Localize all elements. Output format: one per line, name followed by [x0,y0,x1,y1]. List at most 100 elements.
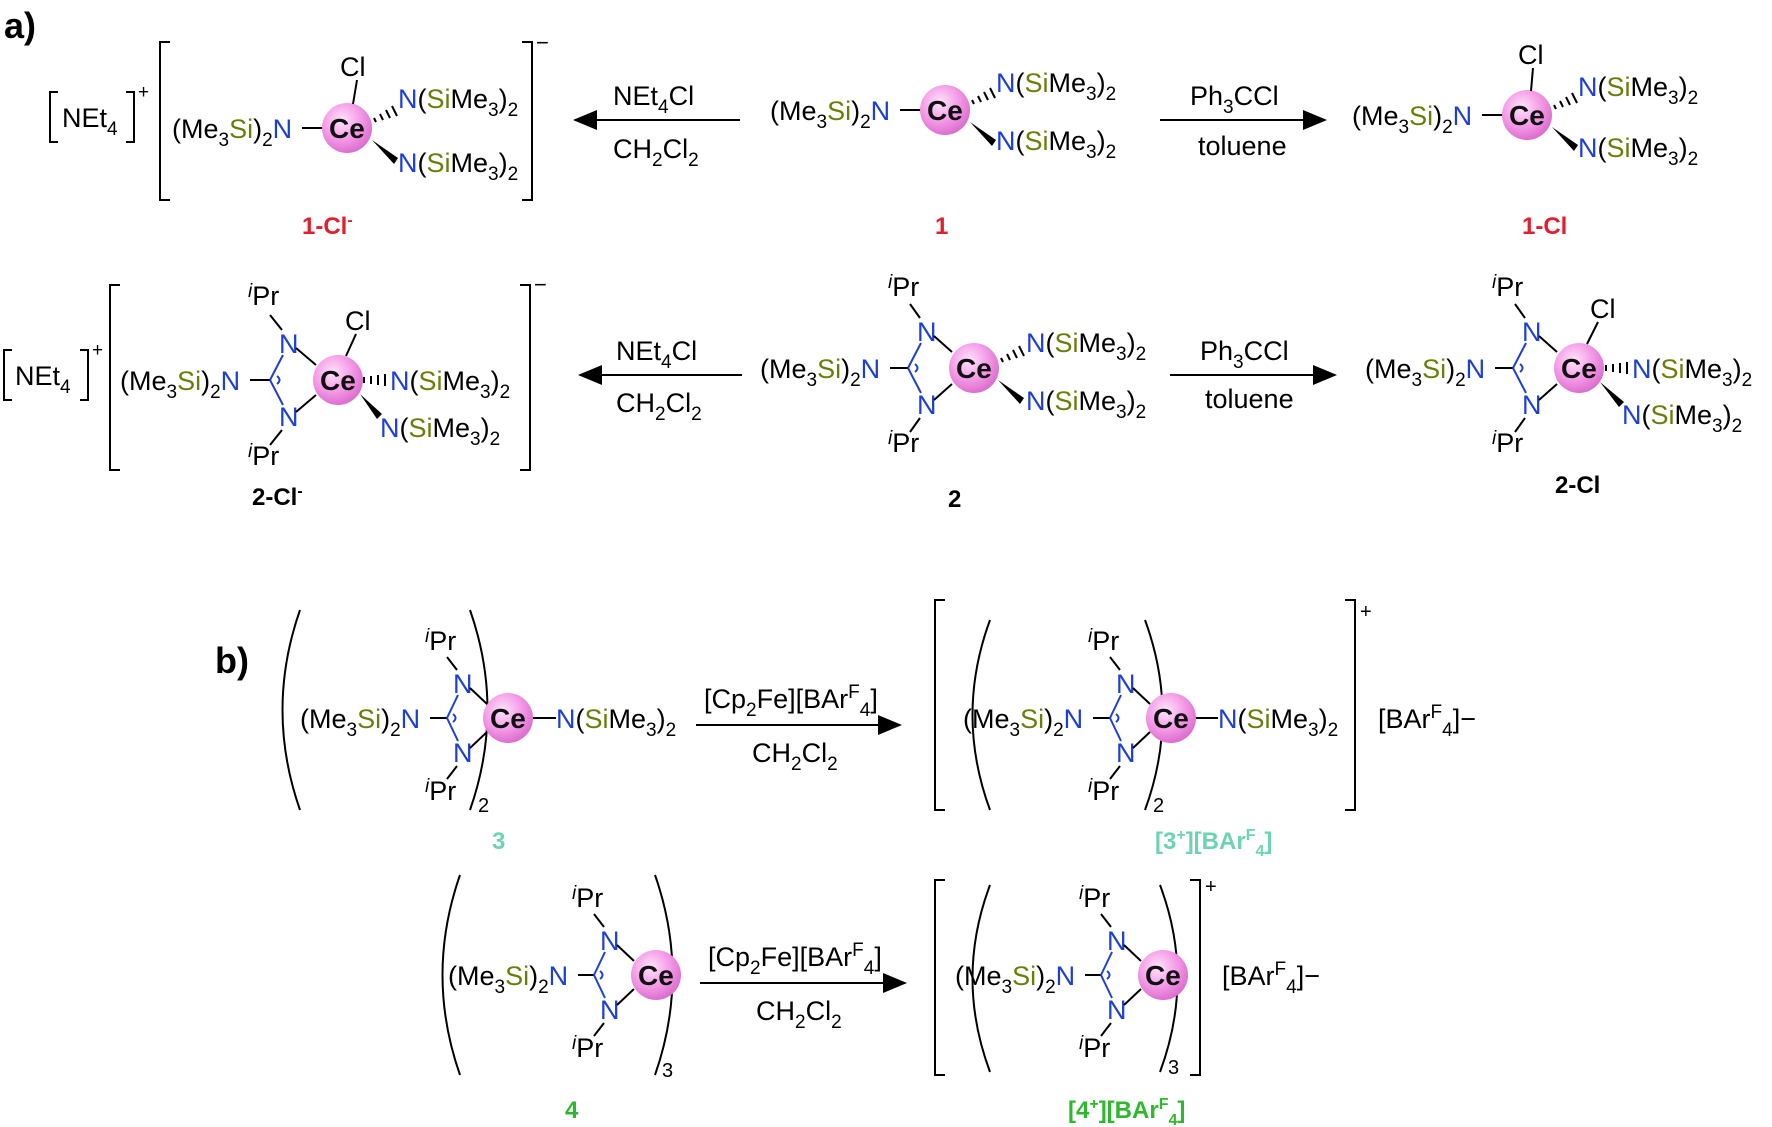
svg-text:N: N [1116,669,1136,699]
compound-3: 2 (Me3Si)2N N N iPr iPr Ce N(SiMe3)2 [281,609,676,817]
svg-text:Ce: Ce [1561,353,1597,384]
cerium-sphere [949,343,999,393]
cerium-sphere [313,355,363,405]
label-4: 4 [565,1097,579,1124]
compound-2: (Me3Si)2N N N iPr iPr Ce N(SiMe3)2 N(SiM… [760,272,1146,458]
reaction-arrow-row2-left: NEt4Cl CH2Cl2 [578,336,742,425]
svg-text:−: − [534,272,547,297]
svg-text:(Me3Si)2N: (Me3Si)2N [300,704,420,741]
compound-2-cl-anion: NEt4 + − (Me3Si)2N N N iPr iPr Ce Cl N(S… [3,272,547,471]
reaction-arrow-row1-right: Ph3CCl toluene [1160,81,1327,161]
svg-text:iPr: iPr [425,626,456,656]
svg-text:(Me3Si)2N: (Me3Si)2N [448,961,568,998]
compound-3-cation: + 2 (Me3Si)2N N N iPr iPr Ce N(SiMe3)2 [… [934,599,1476,817]
svg-text:iPr: iPr [1088,626,1119,656]
svg-text:2: 2 [478,795,489,817]
cerium-sphere [322,103,372,153]
compound-1-cl-anion: NEt4 + − (Me3Si)2N Ce Cl N(SiMe3)2 N(SiM… [49,30,549,201]
panel-a-tag: a) [4,5,36,46]
svg-text:N(SiMe3)2: N(SiMe3)2 [1622,400,1742,437]
label-1-cl-anion: 1-Cl- [302,212,353,240]
svg-text:CH2Cl2: CH2Cl2 [616,388,702,425]
svg-text:Ce: Ce [956,353,992,384]
reaction-arrow-row2-right: Ph3CCl toluene [1170,336,1337,414]
svg-text:N(SiMe3)2: N(SiMe3)2 [996,126,1116,163]
svg-text:Ce: Ce [329,113,365,144]
cerium-sphere [1138,950,1188,1000]
svg-text:iPr: iPr [248,281,279,311]
svg-text:(Me3Si)2N: (Me3Si)2N [963,704,1083,741]
compound-1-cl: (Me3Si)2N Ce Cl N(SiMe3)2 N(SiMe3)2 [1352,40,1698,170]
label-1: 1 [935,213,948,240]
svg-text:iPr: iPr [572,883,603,913]
svg-text:iPr: iPr [1079,1033,1110,1063]
reaction-arrow-b-row2: [Cp2Fe][BArF4] CH2Cl2 [700,940,907,1033]
svg-text:[BArF4]−: [BArF4]− [1222,959,1320,998]
cerium-sphere [483,693,533,743]
svg-text:−: − [536,30,549,55]
svg-text:N: N [1107,926,1127,956]
svg-text:N(SiMe3)2: N(SiMe3)2 [556,704,676,741]
svg-text:CH2Cl2: CH2Cl2 [613,134,699,171]
svg-text:iPr: iPr [1492,272,1523,302]
svg-text:N: N [279,329,299,359]
svg-text:(Me3Si)2N: (Me3Si)2N [1365,354,1485,391]
svg-text:NEt4Cl: NEt4Cl [616,336,697,373]
svg-text:iPr: iPr [1079,883,1110,913]
svg-text:N(SiMe3)2: N(SiMe3)2 [1218,704,1338,741]
svg-text:N(SiMe3)2: N(SiMe3)2 [1026,386,1146,423]
panel-b-tag: b) [215,640,249,681]
svg-text:[BArF4]−: [BArF4]− [1378,702,1476,741]
compound-4-cation: + 3 (Me3Si)2N N N iPr iPr Ce [BArF4]− [934,876,1320,1079]
svg-text:N(SiMe3)2: N(SiMe3)2 [1578,72,1698,109]
compound-2-cl: (Me3Si)2N N N iPr iPr Ce Cl N(SiMe3)2 N(… [1365,272,1752,458]
svg-text:Cl: Cl [345,306,371,336]
svg-text:iPr: iPr [425,776,456,806]
svg-text:(Me3Si)2N: (Me3Si)2N [770,96,890,133]
label-2-cl: 2-Cl [1555,472,1600,499]
label-3: 3 [492,828,505,855]
label-1-cl: 1-Cl [1522,213,1567,240]
svg-text:N(SiMe3)2: N(SiMe3)2 [1026,328,1146,365]
svg-text:Ce: Ce [1509,100,1545,131]
svg-text:N: N [453,669,473,699]
svg-text:NEt4: NEt4 [62,103,118,140]
svg-text:N(SiMe3)2: N(SiMe3)2 [390,366,510,403]
svg-text:[Cp2Fe][BArF4]: [Cp2Fe][BArF4] [704,682,878,721]
svg-text:Ce: Ce [1153,703,1189,734]
svg-text:+: + [138,82,149,103]
svg-text:Ce: Ce [638,960,674,991]
svg-text:iPr: iPr [888,428,919,458]
svg-text:N(SiMe3)2: N(SiMe3)2 [1578,133,1698,170]
svg-text:+: + [1205,876,1217,898]
svg-text:+: + [92,340,103,361]
cerium-sphere [1554,343,1604,393]
svg-text:N(SiMe3)2: N(SiMe3)2 [996,68,1116,105]
svg-text:iPr: iPr [888,272,919,302]
svg-text:N: N [1116,738,1136,768]
svg-text:N: N [453,738,473,768]
cerium-sphere [1146,693,1196,743]
svg-text:N: N [917,317,937,347]
svg-text:CH2Cl2: CH2Cl2 [752,738,838,775]
cerium-sphere [1502,90,1552,140]
label-2-cl-anion: 2-Cl- [252,483,303,511]
svg-text:N: N [600,995,620,1025]
svg-text:CH2Cl2: CH2Cl2 [756,996,842,1033]
cerium-sphere [920,85,970,135]
svg-text:Ce: Ce [1145,960,1181,991]
svg-text:3: 3 [1168,1057,1179,1079]
svg-text:iPr: iPr [1492,428,1523,458]
svg-text:N(SiMe3)2: N(SiMe3)2 [380,413,500,450]
svg-text:N: N [1522,317,1542,347]
svg-text:NEt4Cl: NEt4Cl [613,81,694,118]
svg-text:N: N [1522,390,1542,420]
svg-text:(Me3Si)2N: (Me3Si)2N [760,354,880,391]
svg-text:+: + [1360,601,1372,623]
label-3-cation: [3+][BArF4] [1155,827,1272,860]
svg-text:[Cp2Fe][BArF4]: [Cp2Fe][BArF4] [708,940,882,979]
svg-text:Cl: Cl [1590,294,1616,324]
svg-text:Ph3CCl: Ph3CCl [1200,336,1289,373]
svg-text:Ce: Ce [320,365,356,396]
